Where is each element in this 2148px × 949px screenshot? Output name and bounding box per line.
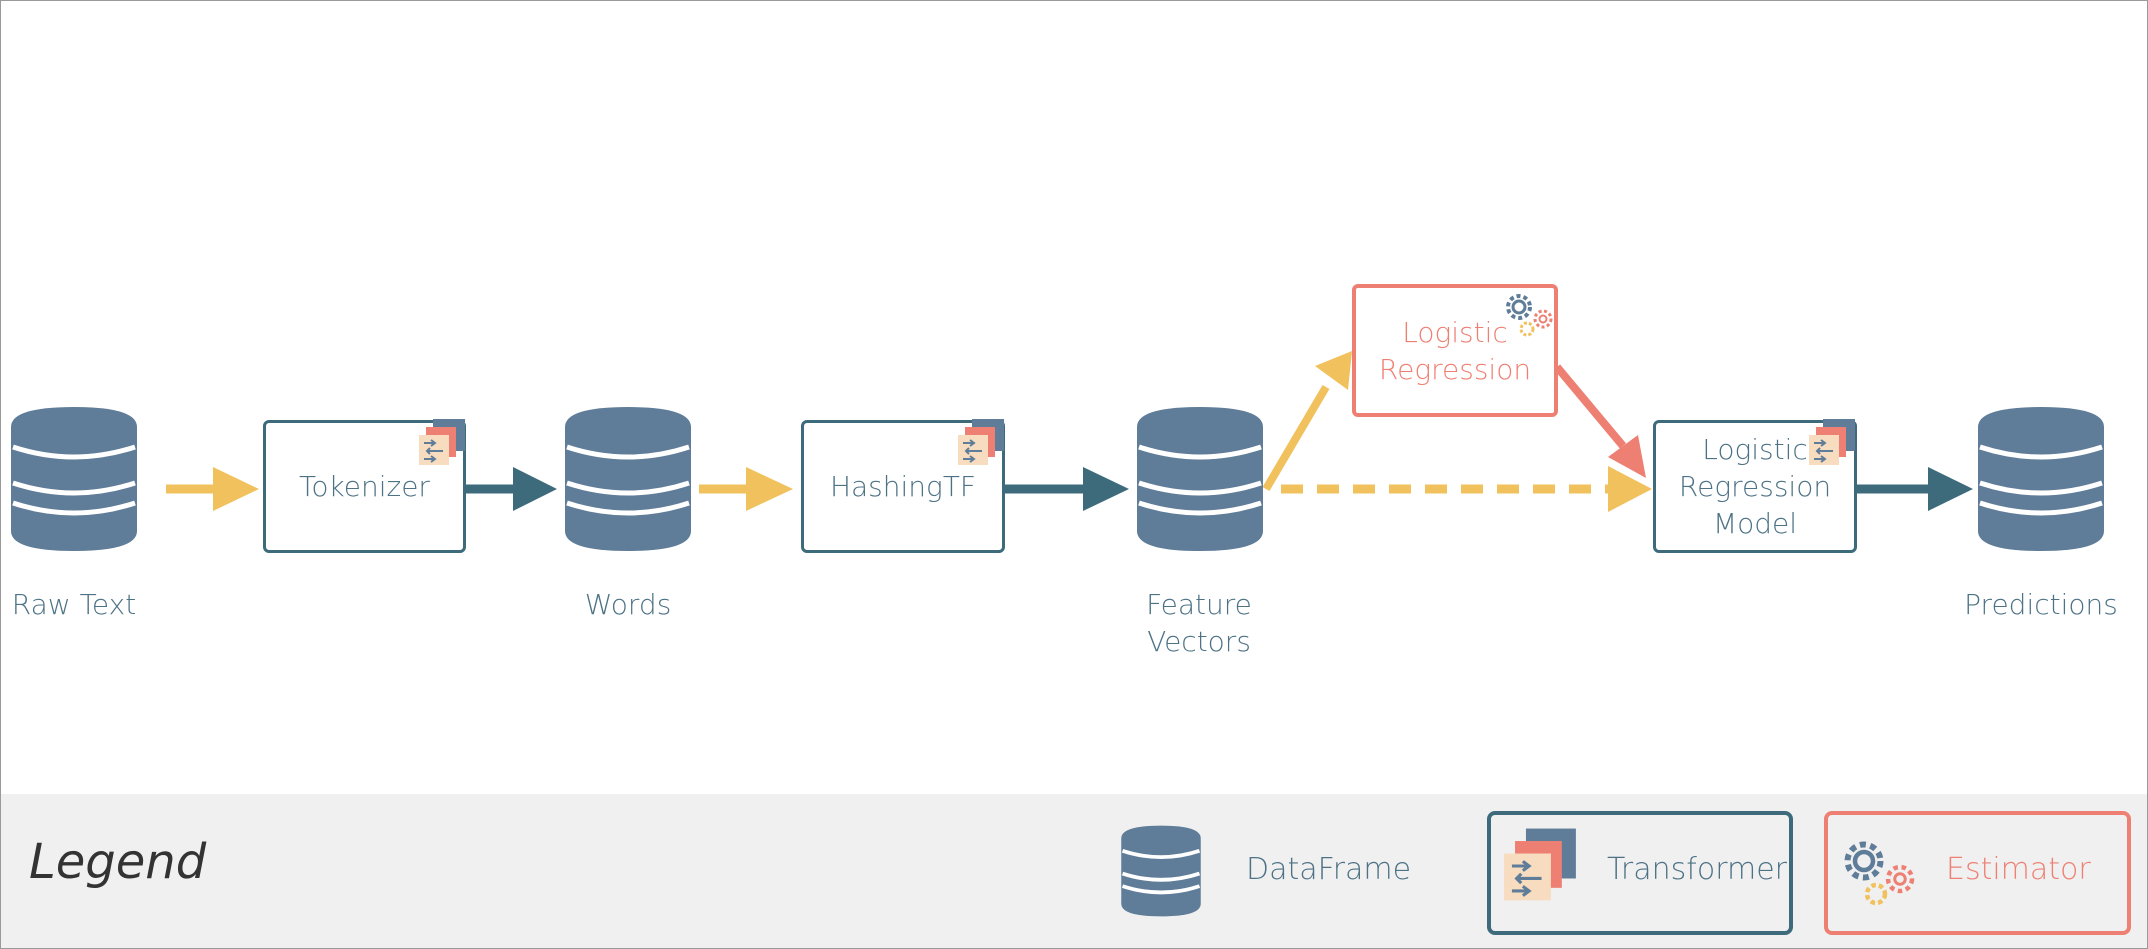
tokenizer-transformer-icon	[419, 419, 465, 465]
logistic-regression-label-line2: Regression	[1378, 352, 1532, 386]
tokenizer-to-words-arrow	[464, 467, 557, 511]
words-database-icon	[565, 407, 691, 551]
legend-transformer-icon	[1504, 828, 1576, 901]
feature-vectors-label-line1: Feature	[1146, 588, 1252, 621]
legend-dataframe-database-icon	[1121, 825, 1201, 917]
legend-panel: Legend DataFrame Transformer Estimator	[1, 794, 2147, 948]
lr-model-label: Logistic Regression Model	[1679, 431, 1831, 542]
legend-estimator-label: Estimator	[1946, 852, 2091, 887]
legend-estimator-box	[1824, 811, 2131, 935]
raw-text-database-icon	[11, 407, 137, 551]
tokenizer-transformer-box: Tokenizer	[263, 420, 466, 553]
raw-to-tokenizer-arrow	[166, 467, 259, 511]
hashingtf-transformer-icon	[958, 419, 1004, 465]
feature-vectors-database-icon	[1137, 407, 1263, 551]
lr-model-label-line3: Model	[1712, 507, 1798, 540]
predictions-database-icon	[1978, 407, 2104, 551]
lr-to-lrmodel-arrow	[1553, 364, 1646, 478]
hashingtf-transformer-box: HashingTF	[801, 420, 1005, 553]
raw-text-label: Raw Text	[11, 588, 137, 621]
words-to-hashingtf-arrow	[699, 467, 793, 511]
logistic-regression-label: Logistic Regression	[1379, 314, 1531, 388]
legend-transformer-label: Transformer	[1607, 852, 1788, 887]
hashingtf-label: HashingTF	[829, 470, 977, 503]
legend-transformer-box	[1487, 811, 1793, 935]
tokenizer-label: Tokenizer	[299, 470, 430, 503]
lr-model-transformer-icon	[1809, 419, 1855, 465]
feature-vectors-label-line2: Vectors	[1147, 625, 1251, 658]
hashingtf-to-features-arrow	[1003, 467, 1129, 511]
legend-estimator-gears-icon	[1844, 841, 1915, 906]
logistic-regression-label-line1: Logistic	[1402, 315, 1508, 349]
lr-model-label-line1: Logistic	[1702, 433, 1808, 466]
features-to-lr-arrow	[1262, 351, 1352, 492]
lr-model-label-line2: Regression	[1678, 470, 1832, 503]
legend-dataframe-label: DataFrame	[1246, 852, 1412, 887]
words-label: Words	[584, 588, 672, 621]
legend-title: Legend	[29, 834, 207, 890]
predictions-label: Predictions	[1964, 588, 2118, 621]
logistic-regression-gears-icon	[1506, 294, 1553, 337]
feature-vectors-label: Feature Vectors	[1119, 586, 1279, 660]
features-to-lrmodel-dashed-arrow	[1281, 466, 1652, 512]
lrmodel-to-predictions-arrow	[1851, 467, 1973, 511]
